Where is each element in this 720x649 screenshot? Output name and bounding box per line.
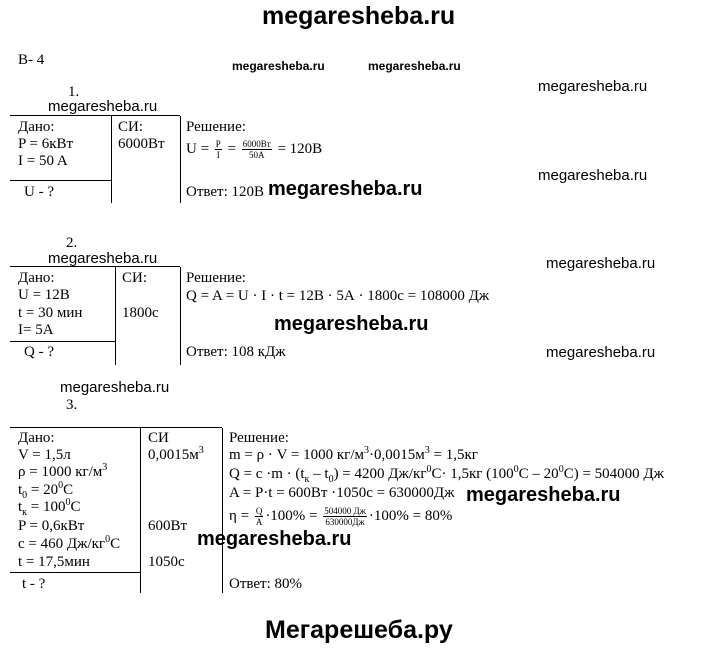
given-item: P = 0,6кВт [18,518,85,534]
si-item: 1050с [148,554,185,570]
given-item: c = 460 Дж/кг0С [18,534,121,553]
watermark: megaresheba.ru [368,59,461,73]
divider [180,267,181,365]
solution-label: Решение: [229,430,289,446]
solution-line: Q = A = U · I · t = 12В · 5А · 1800с = 1… [186,288,490,304]
footer-watermark: Мегарешеба.ру [265,616,453,644]
given-item: V = 1,5л [18,447,71,463]
watermark: megaresheba.ru [48,250,158,267]
watermark: megaresheba.ru [546,255,656,272]
watermark: megaresheba.ru [268,178,423,200]
problem-1-number: 1. [68,84,80,100]
si-label: СИ: [118,119,144,135]
given-item: t0 = 200С [18,480,74,501]
given-item: U = 12В [18,287,70,303]
solution-line: m = ρ · V = 1000 кг/м3·0,0015м3 = 1,5кг [229,445,478,464]
watermark: megaresheba.ru [546,344,656,361]
given-item: t = 30 мин [18,305,83,321]
variant-label: В- 4 [18,52,45,68]
problem-2-number: 2. [66,235,78,251]
divider [10,115,180,116]
watermark: megaresheba.ru [232,59,325,73]
watermark: megaresheba.ru [197,528,352,550]
divider [10,180,111,181]
answer: Ответ: 108 кДж [186,344,286,360]
watermark: megaresheba.ru [538,167,648,184]
si-item: 6000Вт [118,136,165,152]
si-label: СИ [148,430,169,446]
find-item: U - ? [24,184,54,200]
solution-label: Решение: [186,270,246,286]
find-item: Q - ? [24,344,54,360]
watermark: megaresheba.ru [48,98,158,115]
divider [180,116,181,203]
given-label: Дано: [18,119,55,135]
si-item: 0,0015м3 [148,445,204,464]
divider [10,341,115,342]
answer: Ответ: 120В [186,184,265,200]
given-label: Дано: [18,430,55,446]
watermark: megaresheba.ru [538,78,648,95]
site-title-watermark: megaresheba.ru [262,2,456,30]
given-item: P = 6кВт [18,136,74,152]
divider [111,116,112,203]
given-item: tк = 1000С [18,497,81,518]
divider [10,266,180,267]
divider [222,428,223,593]
given-item: I= 5А [18,322,54,338]
given-item: I = 50 A [18,153,68,169]
given-label: Дано: [18,270,55,286]
watermark: megaresheba.ru [274,313,429,335]
find-item: t - ? [22,576,46,592]
answer: Ответ: 80% [229,576,303,592]
divider [10,572,140,573]
solution-line: Q = c ·m · (tк – t0) = 4200 Дж/кг0С· 1,5… [229,464,664,485]
si-item: 600Вт [148,518,188,534]
watermark: megaresheba.ru [466,484,621,506]
si-label: СИ: [122,270,148,286]
solution-label: Решение: [186,119,246,135]
watermark: megaresheba.ru [60,379,170,396]
divider [140,428,141,593]
given-item: ρ = 1000 кг/м3 [18,462,108,481]
si-item: 1800с [122,305,159,321]
divider [115,267,116,365]
given-item: t = 17,5мин [18,554,90,570]
problem-3-number: 3. [66,397,78,413]
solution-line: A = P·t = 600Вт ·1050с = 630000Дж [229,485,455,501]
divider [10,427,222,428]
